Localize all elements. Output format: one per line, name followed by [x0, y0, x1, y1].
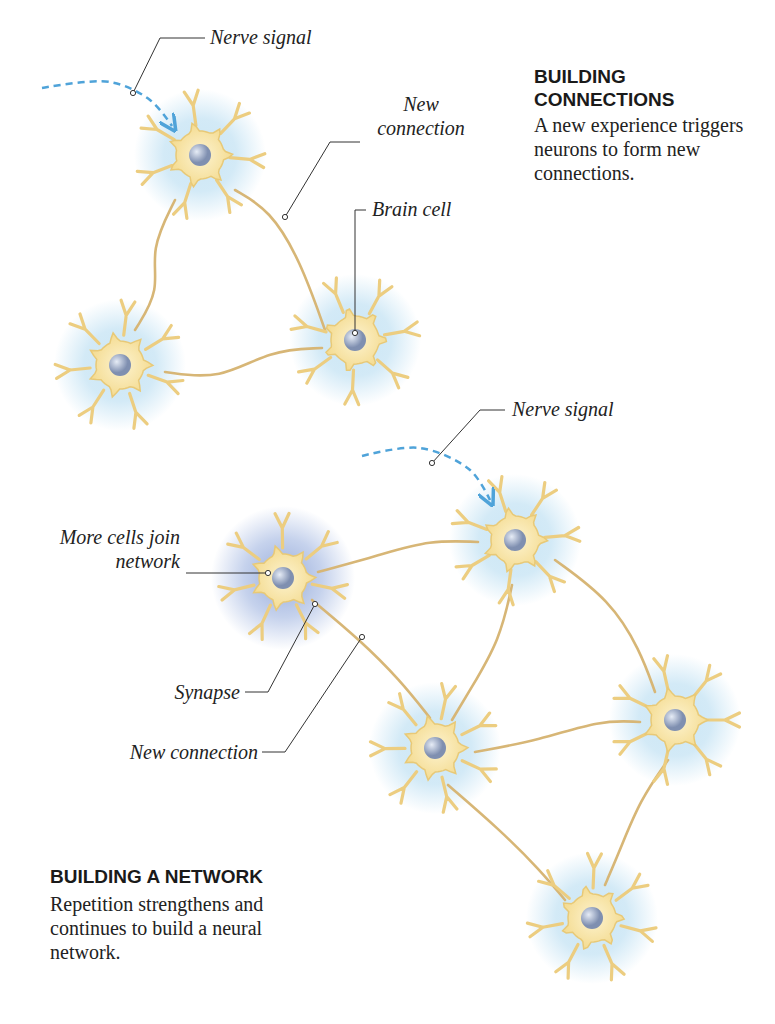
- leader-line: [133, 38, 205, 93]
- cell-body: [645, 688, 708, 752]
- nucleus: [581, 907, 603, 929]
- cell-body: [485, 508, 547, 571]
- leader-dot: [312, 601, 317, 606]
- nucleus: [664, 709, 686, 731]
- axon-connection: [605, 760, 668, 885]
- nucleus: [189, 144, 211, 166]
- dendrite: [137, 90, 264, 218]
- leader-line: [186, 573, 268, 574]
- axon-connection: [318, 541, 478, 572]
- nucleus: [504, 529, 526, 551]
- neuron-glow: [609, 654, 741, 786]
- cell-body: [253, 546, 316, 610]
- leader-line: [245, 604, 315, 692]
- callout-label: Synapse: [100, 680, 240, 704]
- neuron: [55, 300, 183, 428]
- dendrite: [371, 684, 497, 813]
- section-heading: BUILDING CONNECTIONS: [534, 65, 734, 111]
- section-heading: BUILDING A NETWORK: [50, 865, 330, 888]
- callout-label: Brain cell: [372, 197, 502, 221]
- leader-dot: [429, 460, 434, 465]
- axon-connection: [235, 190, 325, 330]
- dendrite: [527, 853, 656, 979]
- neuron: [219, 514, 348, 640]
- dendrite: [55, 300, 183, 428]
- callout-label: New connection: [366, 92, 476, 140]
- nucleus: [424, 737, 446, 759]
- callout-label: New connection: [60, 740, 258, 764]
- neuron: [137, 90, 264, 218]
- neuron: [371, 684, 497, 813]
- dendrite: [452, 477, 580, 605]
- axon-connection: [452, 585, 512, 720]
- neuron-glow: [449, 474, 581, 606]
- leader-dot: [282, 214, 287, 219]
- section-text: Repetition strengthens and continues to …: [50, 892, 280, 964]
- nucleus: [344, 329, 366, 351]
- leader-line: [432, 410, 505, 463]
- cell-body: [326, 309, 386, 370]
- callout-label: Nerve signal: [210, 25, 370, 49]
- cell-body: [170, 123, 232, 186]
- callout-label: Nerve signal: [512, 397, 672, 421]
- neuron-glow: [54, 299, 186, 431]
- axon-connection: [312, 600, 430, 718]
- signal-arrow: [42, 81, 172, 126]
- nucleus: [109, 354, 131, 376]
- leader-dot: [352, 330, 357, 335]
- signal-arrow: [362, 448, 490, 500]
- dendrite: [219, 514, 348, 640]
- leader-dot: [359, 634, 364, 639]
- section-text: A new experience triggers neurons to for…: [534, 113, 759, 185]
- neuron: [452, 477, 580, 605]
- axon-connection: [135, 200, 175, 330]
- neuron-glow: [134, 89, 266, 221]
- nucleus: [272, 567, 294, 589]
- callout-label: More cells join network: [20, 525, 180, 573]
- cell-body: [563, 886, 625, 949]
- neuron: [527, 853, 656, 979]
- leader-line: [355, 210, 366, 333]
- neuron: [614, 656, 739, 785]
- neuron-glow: [211, 506, 355, 650]
- cell-body: [405, 716, 468, 780]
- neuron-glow: [369, 682, 501, 814]
- leader-dot: [265, 570, 270, 575]
- cell-body: [90, 333, 153, 397]
- leader-line: [262, 637, 362, 752]
- axon-connection: [475, 721, 640, 752]
- leader-line: [285, 142, 360, 217]
- dendrite: [614, 656, 739, 785]
- leader-dot: [130, 90, 135, 95]
- axon-connection: [555, 560, 655, 692]
- neuron-glow: [526, 852, 658, 984]
